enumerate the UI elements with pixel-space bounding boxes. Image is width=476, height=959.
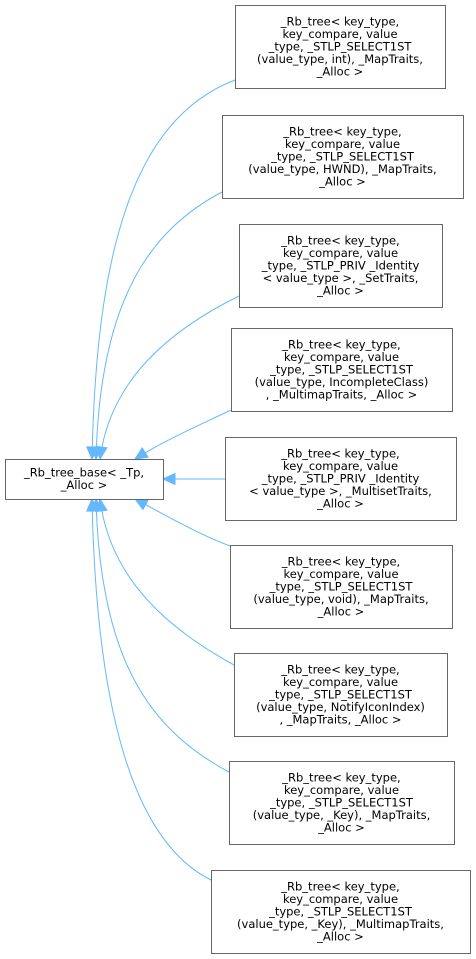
derived-class-node-d7-label-line: _type, _STLP_SELECT1ST [268,687,413,701]
derived-class-node-d6-label-line: _Alloc > [317,604,365,618]
derived-class-node-d8[interactable]: _Rb_tree< key_type,key_compare, value_ty… [229,761,455,845]
derived-class-node-d3-box[interactable] [239,224,443,308]
derived-class-node-d9-label-line: key_compare, value [283,892,398,906]
derived-class-node-d2-box[interactable] [222,115,464,199]
inheritance-arrowhead [133,498,149,511]
inheritance-arrowhead [95,445,108,461]
derived-class-node-d3-label-line: < value_type >, _SetTraits, [263,271,419,285]
derived-class-node-d6-label-line: (value_type, void), _MapTraits, [253,592,428,606]
derived-class-node-d2[interactable]: _Rb_tree< key_type,key_compare, value_ty… [222,115,464,199]
derived-class-node-d4[interactable]: _Rb_tree< key_type,key_compare, value_ty… [231,328,453,412]
inheritance-edge [95,498,230,773]
derived-class-node-d8-box[interactable] [229,761,455,845]
derived-class-node-d1[interactable]: _Rb_tree< key_type,key_compare, value_ty… [235,5,446,89]
derived-class-node-d3-label-line: _Alloc > [316,283,364,297]
derived-class-node-d5-label-line: key_compare, value [283,459,398,473]
derived-class-node-d4-label-line: key_compare, value [284,350,399,364]
derived-class-node-d4-label-line: , _MultimapTraits, _Alloc > [266,387,418,401]
inheritance-arrowhead [133,447,149,460]
derived-class-node-d5[interactable]: _Rb_tree< key_type,key_compare, value_ty… [225,437,457,521]
inheritance-arrowhead [85,497,99,512]
derived-class-node-d6[interactable]: _Rb_tree< key_type,key_compare, value_ty… [230,545,453,629]
derived-class-node-d8-label-line: _type, _STLP_SELECT1ST [269,795,414,809]
derived-class-node-d6-label-line: _type, _STLP_SELECT1ST [269,579,414,593]
derived-class-node-d6-box[interactable] [230,545,453,629]
derived-class-node-d9-label-line: _Alloc > [316,929,364,943]
derived-class-node-d7-label-line: (value_type, NotifyIconIndex) [256,700,425,714]
inheritance-edge [95,191,223,460]
derived-class-node-d3-label-line: key_compare, value [283,246,398,260]
derived-class-node-d7[interactable]: _Rb_tree< key_type,key_compare, value_ty… [234,653,448,737]
derived-class-node-d3-label-line: _Rb_tree< key_type, [280,233,399,247]
derived-class-node-d1-label-line: (value_type, int), _MapTraits, [257,52,423,66]
derived-class-node-d4-box[interactable] [231,328,453,412]
derived-class-node-d1-label-line: key_compare, value [282,27,397,41]
derived-class-node-d6-label-line: _Rb_tree< key_type, [281,554,400,568]
base-class-node-box[interactable] [5,459,164,500]
inheritance-edges [85,79,240,881]
derived-class-node-d7-label-line: key_compare, value [283,675,398,689]
inheritance-edge [134,409,232,460]
derived-class-node-d5-label-line: _Rb_tree< key_type, [280,446,399,460]
derived-class-node-d7-label-line: , _MapTraits, _Alloc > [279,712,401,726]
derived-class-node-d4-label-line: _type, _STLP_SELECT1ST [269,362,414,376]
derived-class-node-d9-label-line: _Rb_tree< key_type, [280,879,399,893]
derived-class-node-d9-box[interactable] [211,870,471,954]
derived-class-node-d4-label-line: _Rb_tree< key_type, [281,337,400,351]
base-class-node[interactable]: _Rb_tree_base< _Tp,_Alloc > [5,459,164,500]
derived-class-node-d2-label-line: (value_type, HWND), _MapTraits, [248,162,436,176]
class-nodes: _Rb_tree_base< _Tp,_Alloc >_Rb_tree< key… [5,5,471,954]
base-class-node-label-line: _Alloc > [60,478,108,492]
base-class-node-label-line: _Rb_tree_base< _Tp, [23,466,144,480]
derived-class-node-d9[interactable]: _Rb_tree< key_type,key_compare, value_ty… [211,870,471,954]
derived-class-node-d8-label-line: key_compare, value [284,783,399,797]
derived-class-node-d7-box[interactable] [234,653,448,737]
derived-class-node-d5-label-line: < value_type >, _MultisetTraits, [249,484,432,498]
inheritance-edge [134,498,231,547]
inheritance-edge [91,498,212,881]
derived-class-node-d1-label-line: _Alloc > [316,64,364,78]
derived-class-node-d1-label-line: _type, _STLP_SELECT1ST [268,39,413,53]
derived-class-node-d8-label-line: _Alloc > [317,820,365,834]
derived-class-node-d3[interactable]: _Rb_tree< key_type,key_compare, value_ty… [239,224,443,308]
derived-class-node-d8-label-line: _Rb_tree< key_type, [281,770,400,784]
derived-class-node-d6-label-line: key_compare, value [283,567,398,581]
derived-class-node-d2-label-line: _type, _STLP_SELECT1ST [270,149,415,163]
derived-class-node-d4-label-line: (value_type, IncompleteClass) [255,375,429,389]
derived-class-node-d7-label-line: _Rb_tree< key_type, [280,662,399,676]
inheritance-arrowhead [161,472,176,486]
derived-class-node-d1-label-line: _Rb_tree< key_type, [280,14,399,28]
derived-class-node-d8-label-line: (value_type, _Key), _MapTraits, [253,808,431,822]
inheritance-edge [99,295,240,460]
derived-class-node-d5-label-line: _Alloc > [316,496,364,510]
derived-class-node-d2-label-line: key_compare, value [285,137,400,151]
inheritance-edge [99,498,235,666]
inheritance-edge [91,79,236,460]
derived-class-node-d5-box[interactable] [225,437,457,521]
derived-class-node-d5-label-line: _type, _STLP_PRIV _Identity [261,471,420,485]
derived-class-node-d9-label-line: (value_type, _Key), _MultimapTraits, [237,917,444,931]
derived-class-node-d9-label-line: _type, _STLP_SELECT1ST [268,904,413,918]
derived-class-node-d2-label-line: _Rb_tree< key_type, [282,124,401,138]
derived-class-node-d1-box[interactable] [235,5,446,89]
derived-class-node-d3-label-line: _type, _STLP_PRIV _Identity [261,258,420,272]
derived-class-node-d2-label-line: _Alloc > [318,174,366,188]
